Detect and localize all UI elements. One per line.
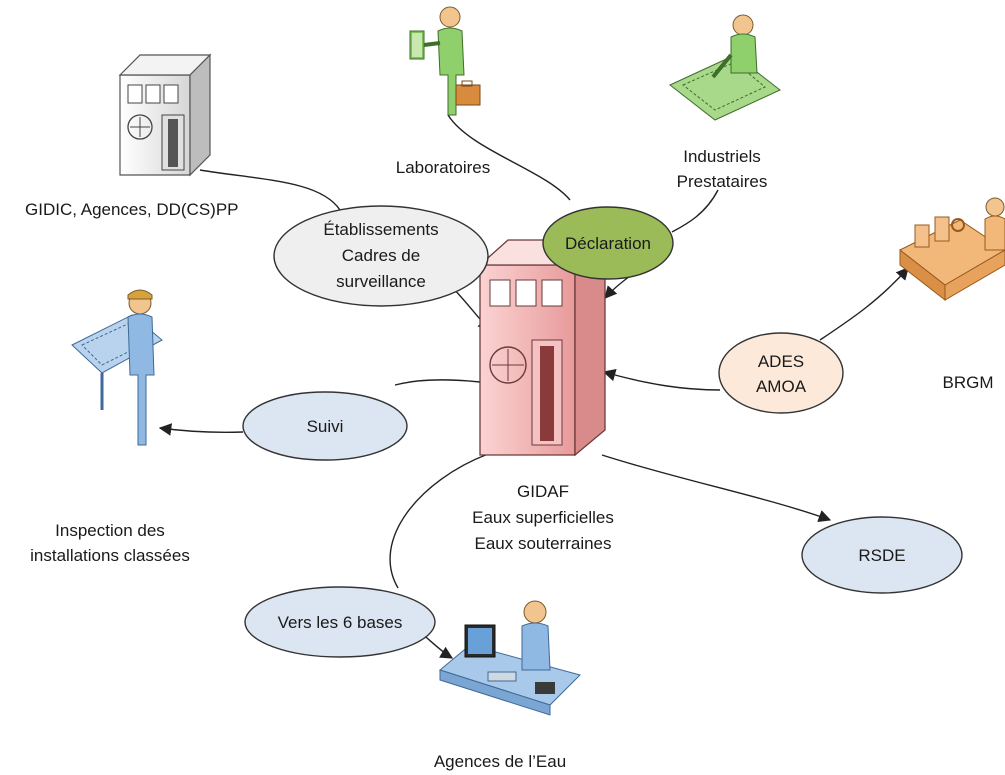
edge-ades-brgm (819, 267, 909, 341)
inspection-line2: installations classées (30, 546, 190, 565)
laboratoires-label: Laboratoires (396, 158, 491, 177)
vers-bases-label: Vers les 6 bases (278, 613, 403, 632)
ellipse-suivi (242, 391, 408, 461)
person-with-drafting-table-icon (71, 289, 163, 446)
edge-ades-gidaf (602, 369, 721, 391)
agences-eau-label: Agences de l’Eau (434, 752, 566, 771)
edge-gidic-etablissements (199, 169, 341, 211)
inspection-line1: Inspection des (55, 521, 165, 540)
node-rsde: RSDE (801, 516, 963, 594)
gidic-label: GIDIC, Agences, DD(CS)PP (25, 200, 239, 219)
node-vers-bases: Vers les 6 bases (244, 586, 436, 658)
industriels-line1: Industriels (683, 147, 760, 166)
person-with-blueprint-icon (669, 14, 781, 121)
node-suivi: Suivi (242, 391, 408, 461)
ellipse-vers-bases (244, 586, 436, 658)
brgm-label: BRGM (943, 373, 994, 392)
etablissements-line1: Établissements (323, 220, 438, 239)
person-at-computer-icon (438, 600, 581, 716)
ades-line1: ADES (758, 352, 804, 371)
gidaf-line3: Eaux souterraines (474, 534, 611, 553)
edge-gidaf-suivi (394, 379, 481, 386)
edge-suivi-inspection (158, 423, 244, 436)
server-building-icon (118, 53, 212, 177)
etablissements-line2: Cadres de (342, 246, 420, 265)
edge-industriels-declaration (671, 189, 719, 233)
node-ades: ADES AMOA (718, 332, 844, 414)
edge-gidaf-rsde (601, 454, 832, 523)
ellipse-rsde (801, 516, 963, 594)
gidaf-line2: Eaux superficielles (472, 508, 614, 527)
person-with-factory-icon (899, 197, 1005, 302)
declaration-label: Déclaration (565, 234, 651, 253)
rsde-label: RSDE (858, 546, 905, 565)
ellipse-etablissements (273, 205, 489, 307)
ellipse-ades (718, 332, 844, 414)
edge-gidaf-vers-bases (389, 453, 489, 589)
ades-line2: AMOA (756, 377, 807, 396)
edge-laboratoires-declaration (447, 114, 571, 201)
node-etablissements: Établissements Cadres de surveillance (273, 205, 489, 307)
person-with-briefcase-icon (409, 6, 481, 116)
industriels-line2: Prestataires (677, 172, 768, 191)
ellipse-declaration (542, 206, 674, 280)
gidaf-line1: GIDAF (517, 482, 569, 501)
node-declaration: Déclaration (542, 206, 674, 280)
etablissements-line3: surveillance (336, 272, 426, 291)
suivi-label: Suivi (307, 417, 344, 436)
